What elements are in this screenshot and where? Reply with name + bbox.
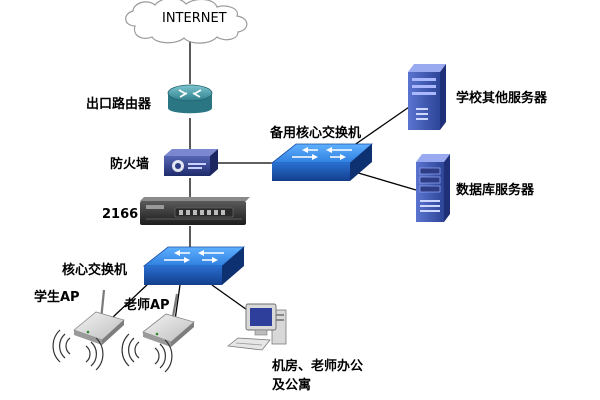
cloud-icon: [125, 0, 248, 44]
link-core-switch-student-ap: [111, 281, 151, 319]
switch-icon-backup: [270, 143, 374, 181]
backup-core-switch-label: 备用核心交换机: [270, 126, 362, 141]
server-tower-icon-school: [408, 64, 446, 130]
device-2166-label: 2166: [102, 207, 139, 222]
firewall-label: 防火墙: [110, 157, 150, 172]
server-tower-icon-database: [416, 154, 450, 222]
rack-appliance-icon: [140, 197, 250, 225]
wifi-waves-icon: [52, 329, 104, 371]
router-icon: [167, 84, 213, 114]
link-core-switch-offices: [211, 284, 251, 313]
link-backup-switch-database-server: [354, 171, 417, 191]
workstation-icon: [227, 303, 287, 351]
wireless-ap-icon-teacher: [121, 293, 195, 373]
offices-label: 机房、老师办公及公寓: [272, 359, 364, 393]
link-core-switch-teacher-ap: [174, 284, 181, 321]
wireless-ap-icon-student: [52, 289, 125, 371]
edge-router-label: 出口路由器: [86, 97, 152, 112]
student-ap-label: 学生AP: [34, 290, 80, 305]
firewall-icon: [164, 149, 218, 176]
links: [111, 42, 417, 321]
switch-icon-core: [142, 246, 246, 285]
core-switch-label: 核心交换机: [62, 263, 128, 278]
teacher-ap-label: 老师AP: [124, 298, 170, 313]
link-backup-switch-school-servers: [349, 104, 413, 149]
school-servers-label: 学校其他服务器: [456, 91, 548, 106]
wifi-waves-icon: [121, 333, 173, 373]
internet-label: INTERNET: [162, 11, 227, 26]
database-server-label: 数据库服务器: [456, 183, 535, 198]
